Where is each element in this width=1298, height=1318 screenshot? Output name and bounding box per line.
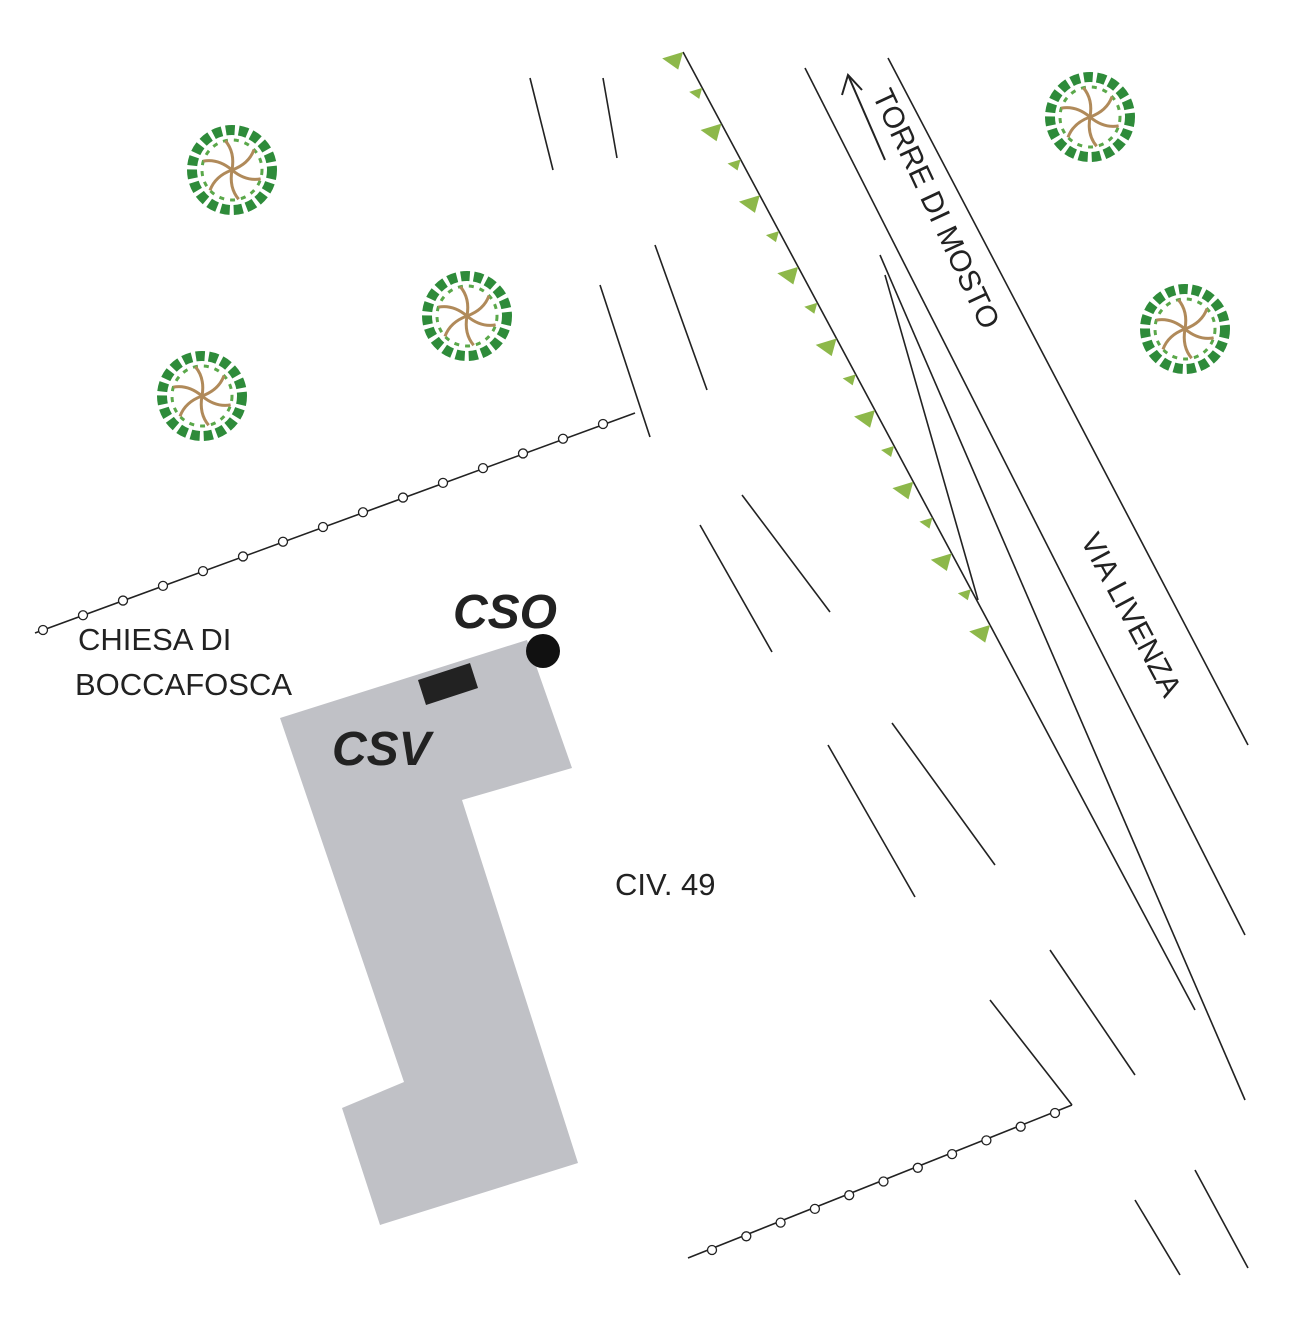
tree-icon (422, 271, 512, 361)
embankment-triangle (930, 553, 952, 571)
fence-post (477, 462, 489, 474)
fence-post (1015, 1121, 1026, 1132)
church-label-line2: BOCCAFOSCA (75, 667, 292, 702)
embankment-triangle (919, 517, 933, 529)
fence-post (397, 492, 409, 503)
embankment-triangle (881, 445, 895, 457)
civic-number-label: CIV. 49 (615, 867, 716, 902)
fence-post (981, 1135, 992, 1146)
embankment-triangle (957, 589, 971, 601)
embankment-triangle (969, 625, 990, 643)
fence-post (197, 565, 209, 577)
road-edge (879, 254, 1246, 1101)
road-edge (989, 624, 1196, 1011)
embankment-triangle (765, 231, 779, 243)
fence-post (37, 624, 49, 636)
fence-post (597, 418, 609, 430)
embankment-triangle (777, 266, 799, 285)
embankment-triangle (892, 481, 914, 500)
fence-post (357, 507, 369, 518)
road-edge (804, 67, 1246, 936)
tree-icon (157, 351, 247, 441)
fence-post (809, 1203, 821, 1215)
fence-post (277, 536, 289, 547)
fence-post (1049, 1107, 1061, 1119)
fence-post (237, 551, 249, 562)
fence-post (912, 1162, 923, 1173)
embankment-triangle (727, 159, 741, 171)
road-lines (529, 57, 1249, 1276)
embankment-triangle (804, 302, 818, 314)
church-label-line1: CHIESA DI (78, 622, 231, 657)
embankment-triangle (815, 338, 837, 357)
fence-post (706, 1244, 718, 1256)
fence-post (557, 433, 569, 444)
cso-marker (526, 634, 560, 668)
fence-post (878, 1176, 889, 1187)
embankment-triangle (842, 374, 856, 386)
fence-south (687, 1104, 1073, 1259)
fence-post (517, 448, 529, 459)
embankment-triangle (689, 87, 703, 99)
cso-label: CSO (453, 586, 557, 639)
fence-post (844, 1190, 855, 1201)
fence-post (317, 521, 329, 533)
trees (157, 72, 1230, 441)
embankment-triangle (738, 195, 760, 213)
fence-post (157, 580, 169, 592)
tree-icon (1140, 284, 1230, 374)
fence-post (117, 595, 129, 606)
tree-icon (1045, 72, 1135, 162)
fence-post (437, 477, 449, 489)
csv-label: CSV (332, 723, 435, 776)
embankment (662, 51, 991, 643)
fence-post (946, 1148, 958, 1160)
embankment-triangle (854, 410, 875, 428)
direction-arrow-icon (841, 73, 886, 161)
road-label-via-livenza: VIA LIVENZA (1074, 528, 1188, 702)
fence-north (34, 412, 636, 636)
embankment-triangle (662, 52, 683, 70)
tree-icon (187, 125, 277, 215)
church-building (280, 640, 578, 1225)
csv-marker (418, 663, 478, 705)
fence-post (77, 610, 89, 621)
road-edge (884, 274, 979, 601)
road-edge (887, 57, 1249, 746)
fence-post (775, 1217, 786, 1228)
road-label-torre-di-mosto: TORRE DI MOSTO (866, 84, 1006, 334)
fence-post (741, 1231, 752, 1242)
embankment-triangle (700, 123, 722, 142)
